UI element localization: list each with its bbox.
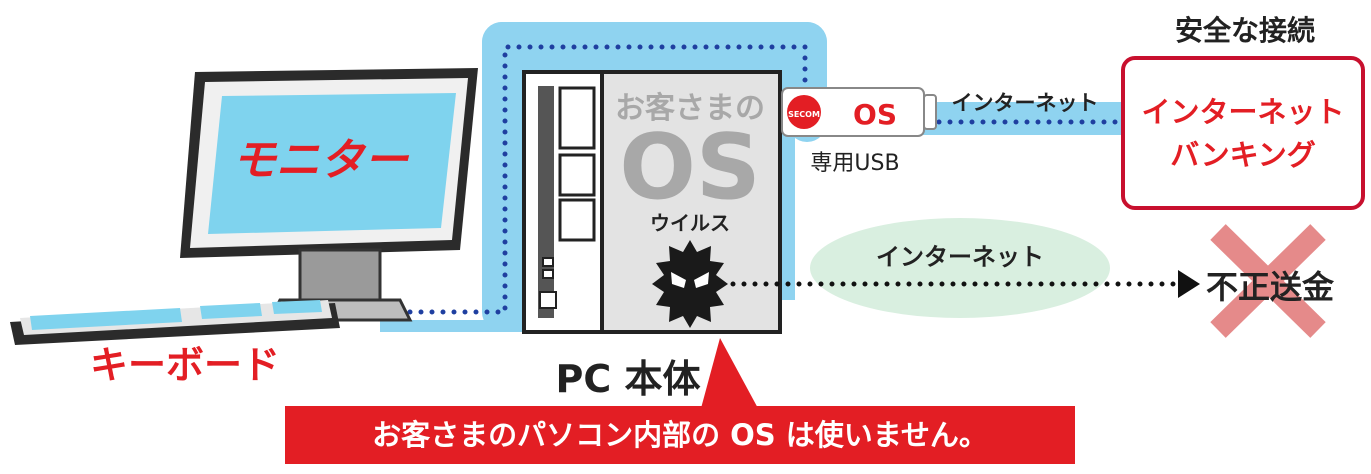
fraud-label: 不正送金 (1206, 268, 1335, 306)
pc-body-label: PC 本体 (556, 357, 701, 401)
monitor-label: モニター (232, 135, 410, 186)
internet-bottom-label: インターネット (876, 243, 1044, 271)
callout-box (285, 406, 1075, 464)
arrow-right-icon (1178, 270, 1200, 298)
customer-os-label-line1: お客さまの (615, 91, 765, 126)
callout-pointer (700, 338, 760, 412)
secom-brand-text: SECOM (788, 110, 820, 119)
virus-icon (652, 240, 728, 328)
internet-banking-line1: インターネット (1141, 95, 1344, 129)
usb-caption: 専用USB (810, 151, 899, 176)
secure-dotted-line (385, 44, 1123, 315)
secom-usb-drive: SECOM (781, 87, 937, 137)
pc-tower (522, 70, 782, 334)
safe-connection-label: 安全な接続 (1175, 14, 1315, 47)
cross-icon (1210, 224, 1326, 338)
callout-text: お客さまのパソコン内部の OS は使いません。 (372, 418, 988, 452)
usb-os-label: OS (853, 98, 897, 131)
keyboard (10, 300, 340, 345)
internet-cloud (810, 218, 1110, 318)
virus-label: ウイルス (650, 211, 730, 235)
monitor (180, 68, 478, 322)
internet-top-label: インターネット (952, 91, 1099, 115)
internet-banking-box (1121, 56, 1365, 210)
secom-logo-icon (787, 95, 821, 129)
internet-banking-line2: バンキング (1170, 138, 1316, 172)
keyboard-label: キーボード (90, 343, 280, 387)
customer-os-label-line2: OS (619, 115, 760, 220)
